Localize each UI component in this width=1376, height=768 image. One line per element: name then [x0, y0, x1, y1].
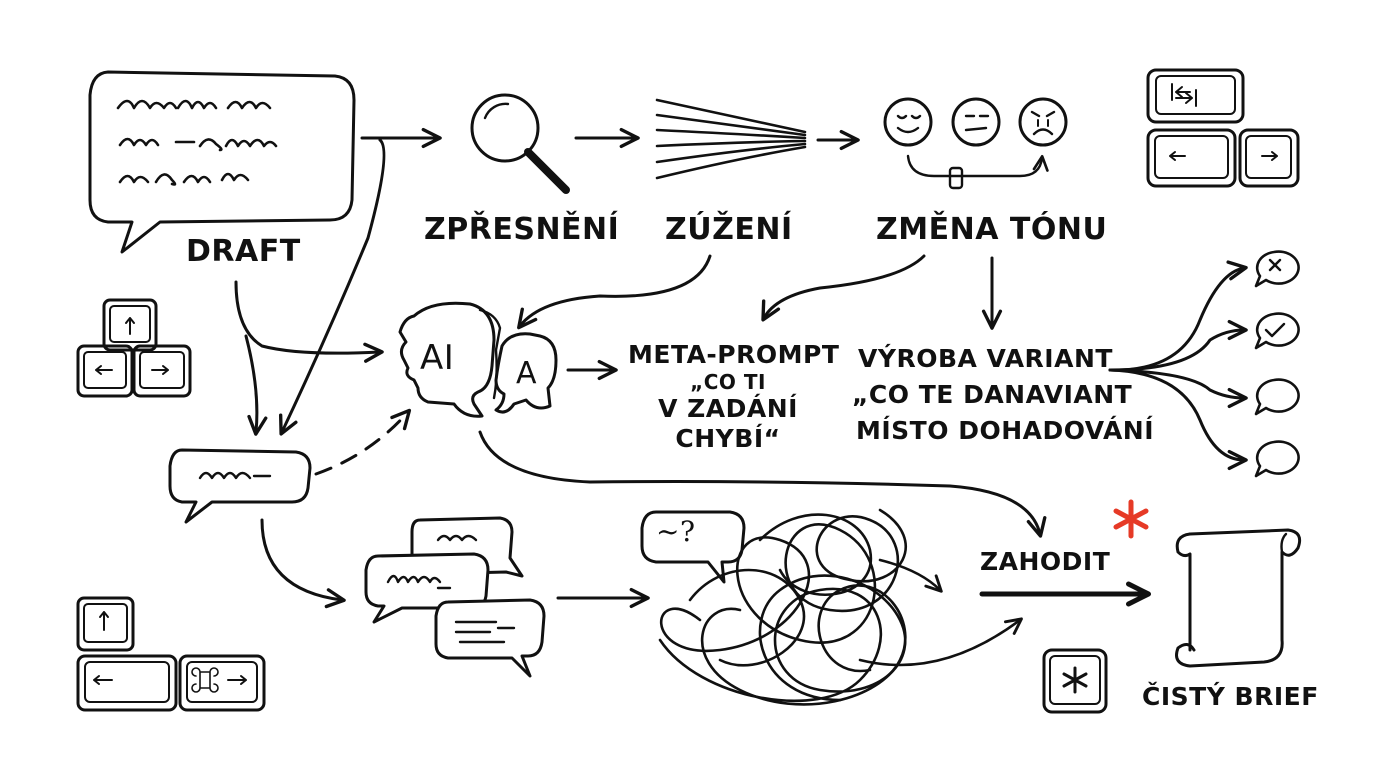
zpresneni-label: ZPŘESNĚNÍ [424, 212, 620, 247]
arrow-keys-bottom-icon [76, 596, 266, 712]
vyroba-variant-line-1: VÝROBA VARIANT [858, 344, 1113, 373]
x-bubble-icon [1254, 250, 1300, 288]
tab-key-icon [1146, 68, 1245, 124]
check-bubble-icon [1254, 312, 1300, 350]
draft-label: DRAFT [186, 234, 301, 269]
arrow-right-key-icon [1238, 128, 1300, 188]
ai-head-label: AI [420, 338, 455, 378]
cisty-brief-label: ČISTÝ BRIEF [1142, 682, 1319, 711]
empty-bubble-icon [1254, 440, 1300, 478]
empty-bubble-icon [1254, 378, 1300, 416]
arrow-keys-cluster-icon [76, 298, 192, 398]
ai-heads-icon [398, 301, 558, 418]
zuzeni-label: ZÚŽENÍ [665, 212, 793, 247]
zahodit-label: ZAHODIT [980, 547, 1111, 576]
vyroba-variant-line-2: „CO TE DANAVIANT [852, 380, 1133, 409]
asterisk-key-icon [1042, 648, 1108, 714]
scroll-brief-icon [1175, 528, 1302, 668]
tangle-scribble-icon [658, 508, 1023, 706]
vyroba-variant-line-3: MÍSTO DOHADOVÁNÍ [856, 416, 1155, 445]
tone-faces-icon [883, 97, 1068, 190]
meta-prompt-line-4: CHYBÍ“ [675, 424, 781, 453]
draft-bubble-icon [88, 70, 356, 254]
confused-bubble-text: ~? [656, 515, 696, 548]
zmena-tonu-label: ZMĚNA TÓNU [876, 212, 1108, 247]
magnifier-icon [470, 93, 570, 194]
small-chat-bubble-icon [168, 448, 312, 524]
accent-asterisk-icon [1113, 499, 1149, 539]
meta-prompt-line-1: META-PROMPT [628, 340, 840, 369]
arrow-left-key-icon [1146, 128, 1237, 188]
meta-prompt-line-3: V ZADÁNÍ [658, 394, 798, 423]
ai-head-label-2: A [516, 356, 538, 391]
meta-prompt-line-2: „CO TI [690, 370, 766, 394]
question-bubble-icon [640, 510, 746, 584]
narrowing-lines-icon [655, 98, 807, 180]
asterisk-glyph-icon [1062, 666, 1088, 694]
stacked-chat-bubbles-icon [364, 516, 546, 678]
